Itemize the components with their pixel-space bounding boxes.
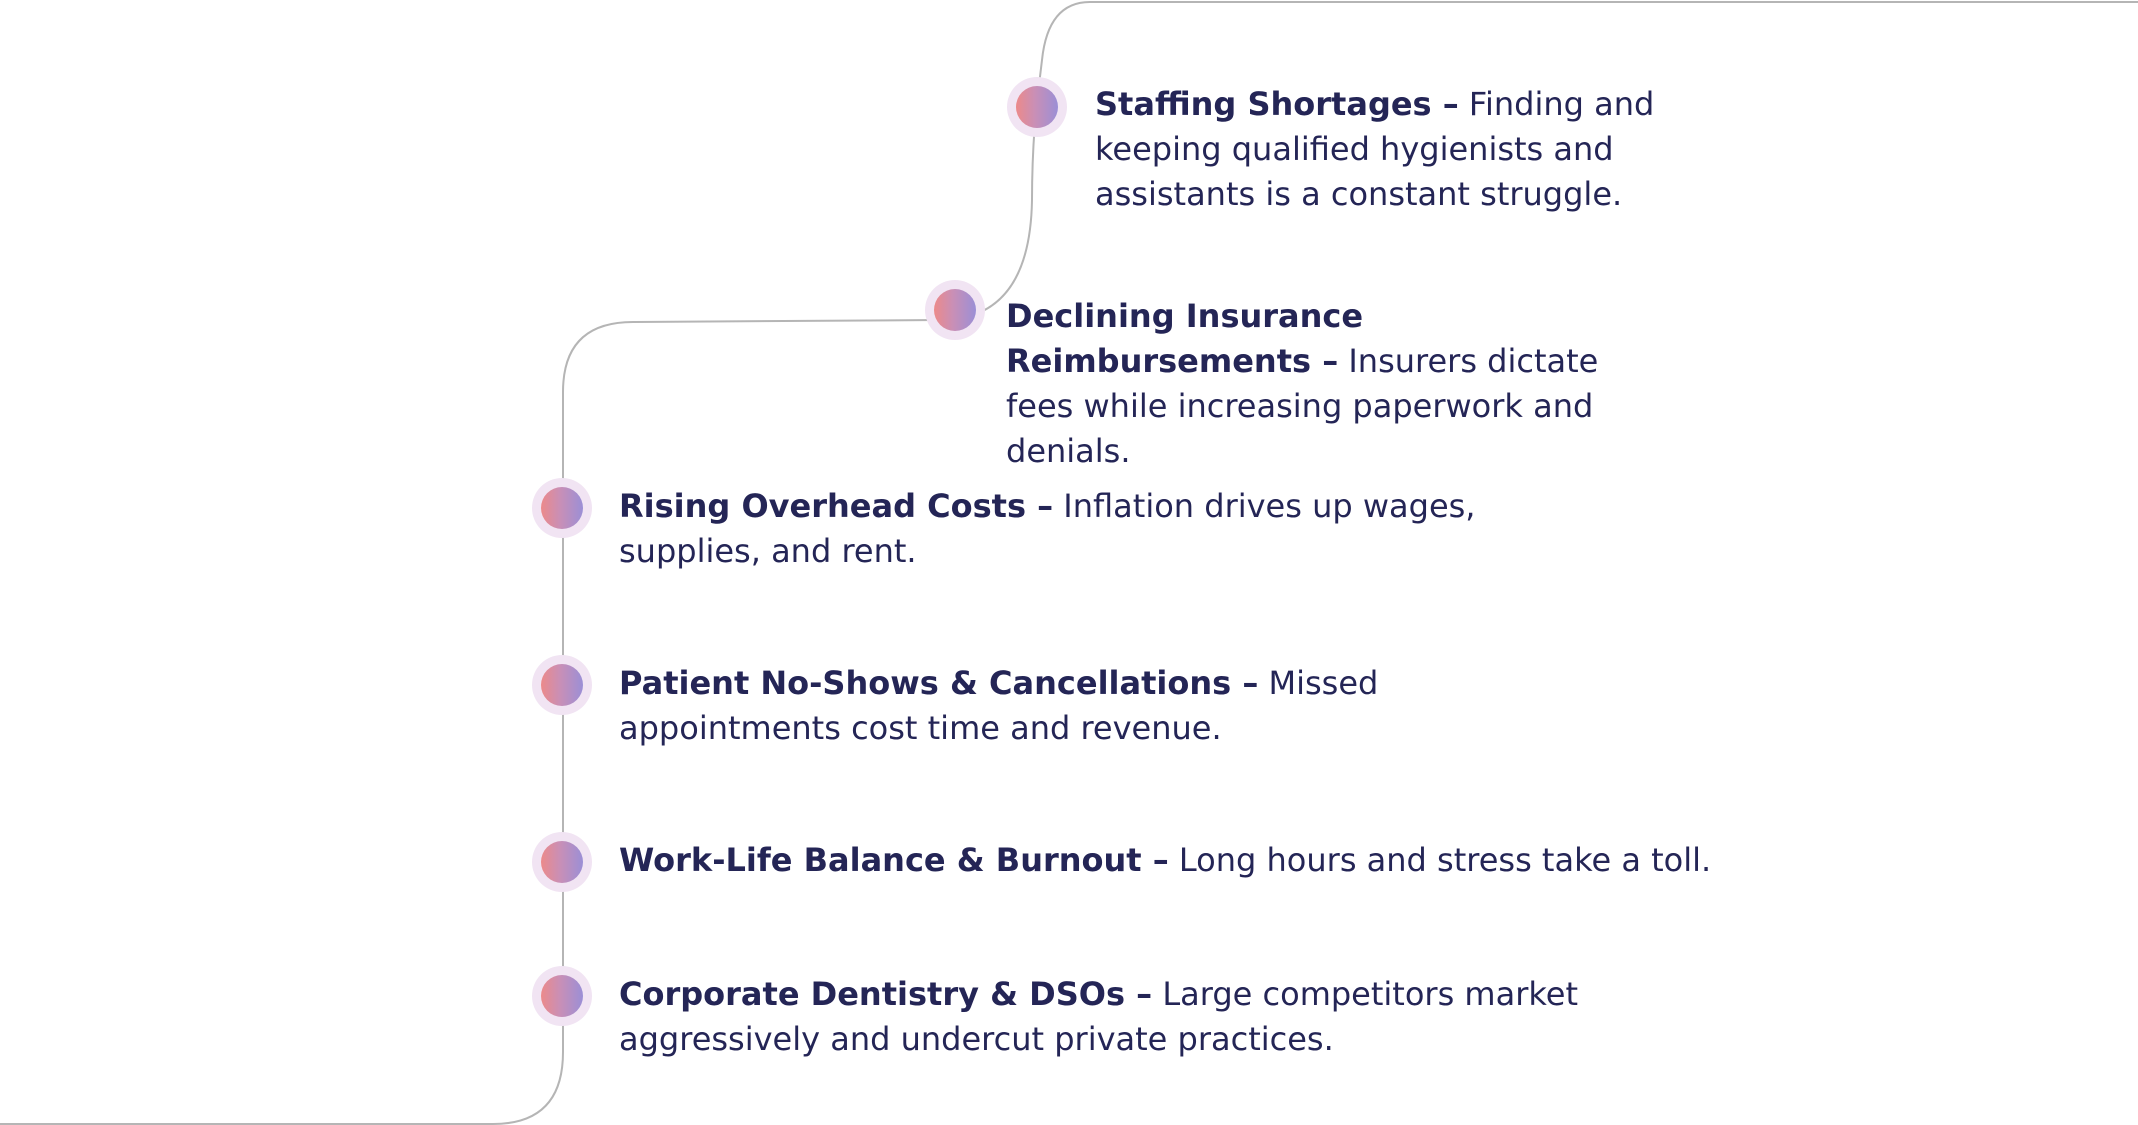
timeline-dot <box>532 478 592 538</box>
timeline-item-burnout: Work-Life Balance & Burnout – Long hours… <box>619 838 1819 883</box>
item-title: Corporate Dentistry & DSOs – <box>619 975 1153 1013</box>
timeline-item-declining-insurance: Declining Insurance Reimbursements – Ins… <box>1006 294 1666 474</box>
item-description: Missed appointments cost time and revenu… <box>619 664 1379 747</box>
item-description: Inflation drives up wages, supplies, and… <box>619 487 1476 570</box>
item-title: Staffing Shortages – <box>1095 85 1459 123</box>
timeline-item-staffing-shortages: Staffing Shortages – Finding and keeping… <box>1095 82 1655 217</box>
timeline-item-rising-overhead: Rising Overhead Costs – Inflation drives… <box>619 484 1579 574</box>
timeline-dot <box>532 832 592 892</box>
timeline-dot <box>925 280 985 340</box>
timeline-dot <box>532 655 592 715</box>
item-description: Long hours and stress take a toll. <box>1178 841 1712 879</box>
timeline-dot <box>532 966 592 1026</box>
timeline-item-no-shows: Patient No-Shows & Cancellations – Misse… <box>619 661 1579 751</box>
item-description: Finding and keeping qualified hygienists… <box>1095 85 1655 213</box>
item-title: Patient No-Shows & Cancellations – <box>619 664 1259 702</box>
item-title: Rising Overhead Costs – <box>619 487 1054 525</box>
timeline-dot <box>1007 77 1067 137</box>
timeline-item-corporate-dentistry: Corporate Dentistry & DSOs – Large compe… <box>619 972 1779 1062</box>
item-description: Insurers dictate fees while increasing p… <box>1006 342 1599 470</box>
item-title: Declining Insurance Reimbursements – <box>1006 297 1364 380</box>
item-title: Work-Life Balance & Burnout – <box>619 841 1169 879</box>
item-description: Large competitors market aggressively an… <box>619 975 1578 1058</box>
